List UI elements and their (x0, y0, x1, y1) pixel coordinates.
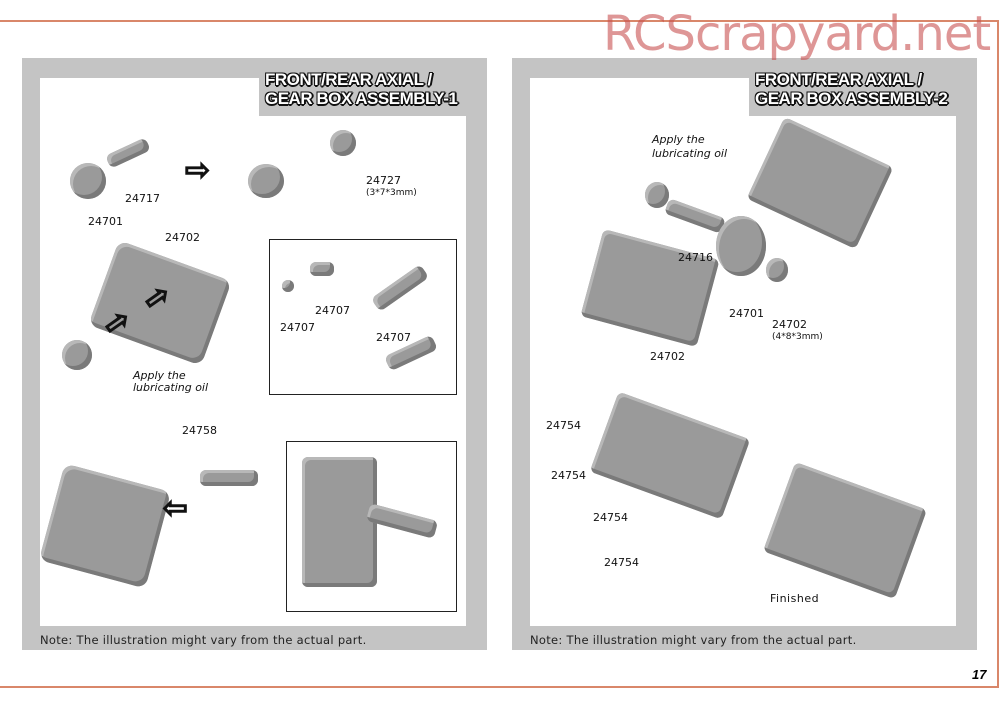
driveshaft-part (200, 470, 258, 486)
part-label: 24717 (125, 192, 160, 205)
instruction-label: lubricating oil (133, 381, 209, 394)
gearbox-assembly-part (589, 391, 751, 520)
bearing-part (645, 182, 669, 208)
gearbox-housing-part (38, 463, 172, 589)
bearing-part (766, 258, 788, 282)
arrow-icon: ⇨ (161, 490, 188, 527)
gearbox-housing-part (580, 229, 720, 347)
title-line-1: FRONT/REAR AXIAL / (265, 70, 432, 89)
cup-shaft-part (370, 264, 430, 312)
part-label: 24754 (604, 556, 639, 569)
part-size-label: (4*8*3mm) (772, 332, 823, 342)
pin-part (282, 280, 294, 292)
part-label: 24754 (593, 511, 628, 524)
instruction-label: Apply the (652, 133, 705, 146)
finished-label: Finished (770, 592, 820, 605)
part-label: 24702 (165, 231, 200, 244)
gearbox-housing-part (746, 116, 894, 250)
spur-gear-part (716, 216, 766, 276)
right-panel: FRONT/REAR AXIAL / GEAR BOX ASSEMBLY-2 N… (512, 58, 977, 650)
note-text: Note: The illustration might vary from t… (530, 633, 857, 647)
arrow-icon: ⇨ (184, 153, 211, 188)
section-title: FRONT/REAR AXIAL / GEAR BOX ASSEMBLY-2 (749, 58, 977, 116)
part-label: 24707 (315, 304, 350, 317)
page-border (0, 20, 999, 688)
bevel-gear-part (70, 163, 106, 199)
part-label: 24754 (546, 419, 581, 432)
title-line-2: GEAR BOX ASSEMBLY-2 (755, 89, 948, 108)
note-text: Note: The illustration might vary from t… (40, 633, 367, 647)
gear-assembly-part (248, 164, 284, 198)
part-label: 24702 (650, 350, 685, 363)
part-label: 24702 (772, 318, 807, 331)
part-label: 24727 (366, 174, 401, 187)
part-label: 24758 (182, 424, 217, 437)
detail-box-housing (286, 441, 457, 612)
part-label: 24754 (551, 469, 586, 482)
bevel-gear-part (62, 340, 92, 370)
part-label: 24707 (280, 321, 315, 334)
shaft-part (664, 198, 726, 234)
bearing-part (330, 130, 356, 156)
left-panel: ⇨ ⇨ ⇨ ⇨ FRONT/REAR AXIAL / GEAR BOX ASSE… (22, 58, 487, 650)
instruction-label: Apply the (133, 369, 186, 382)
cup-part (310, 262, 334, 276)
part-label: 24716 (678, 251, 713, 264)
watermark: RCScrapyard.net (603, 6, 991, 62)
instruction-label: lubricating oil (652, 147, 728, 160)
section-title: FRONT/REAR AXIAL / GEAR BOX ASSEMBLY-1 (259, 58, 487, 116)
finished-gearbox-part (762, 461, 928, 600)
part-label: 24707 (376, 331, 411, 344)
right-illustration-area (530, 78, 956, 626)
page-number: 17 (972, 667, 987, 682)
detail-box-cup (269, 239, 457, 395)
shaft-part (105, 137, 151, 169)
part-size-label: (3*7*3mm) (366, 188, 417, 198)
part-label: 24701 (88, 215, 123, 228)
housing-part (302, 457, 377, 587)
title-line-2: GEAR BOX ASSEMBLY-1 (265, 89, 458, 108)
part-label: 24701 (729, 307, 764, 320)
title-line-1: FRONT/REAR AXIAL / (755, 70, 922, 89)
